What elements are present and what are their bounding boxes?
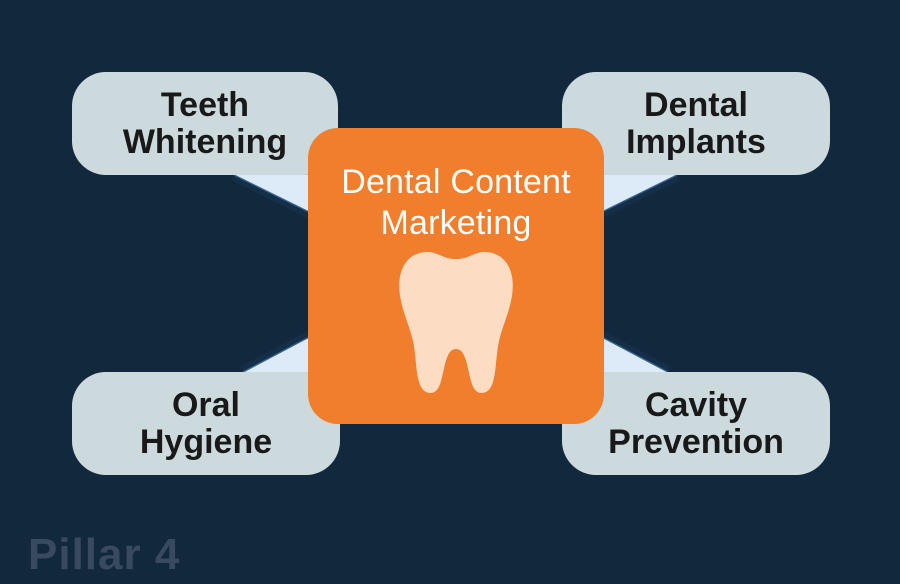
pillar-label: Pillar 4 bbox=[28, 530, 181, 579]
topic-label-line: Implants bbox=[626, 122, 766, 161]
topic-label-line: Prevention bbox=[608, 422, 784, 461]
center-title-line: Dental Content bbox=[341, 163, 571, 201]
topic-bubble-dental-implants: Dental Implants bbox=[562, 72, 830, 175]
topic-label-line: Hygiene bbox=[139, 422, 273, 461]
tooth-icon bbox=[394, 249, 518, 402]
center-title: Dental Content Marketing bbox=[341, 162, 571, 244]
connector-bottom-right bbox=[599, 330, 671, 373]
topic-bubble-teeth-whitening: Teeth Whitening bbox=[72, 72, 338, 175]
topic-bubble-cavity-prevention: Cavity Prevention bbox=[562, 372, 830, 475]
connector-top-left bbox=[231, 174, 312, 219]
topic-bubble-oral-hygiene: Oral Hygiene bbox=[72, 372, 340, 475]
topic-label-line: Teeth bbox=[160, 85, 250, 124]
connector-top-right bbox=[599, 174, 680, 219]
topic-label-line: Oral bbox=[171, 385, 241, 424]
connector-bottom-left bbox=[240, 330, 312, 373]
center-card: Dental Content Marketing bbox=[308, 128, 604, 424]
topic-label-line: Cavity bbox=[644, 385, 748, 424]
center-title-line: Marketing bbox=[380, 204, 532, 242]
topic-label-line: Dental bbox=[644, 85, 748, 124]
topic-label-line: Whitening bbox=[122, 122, 288, 161]
